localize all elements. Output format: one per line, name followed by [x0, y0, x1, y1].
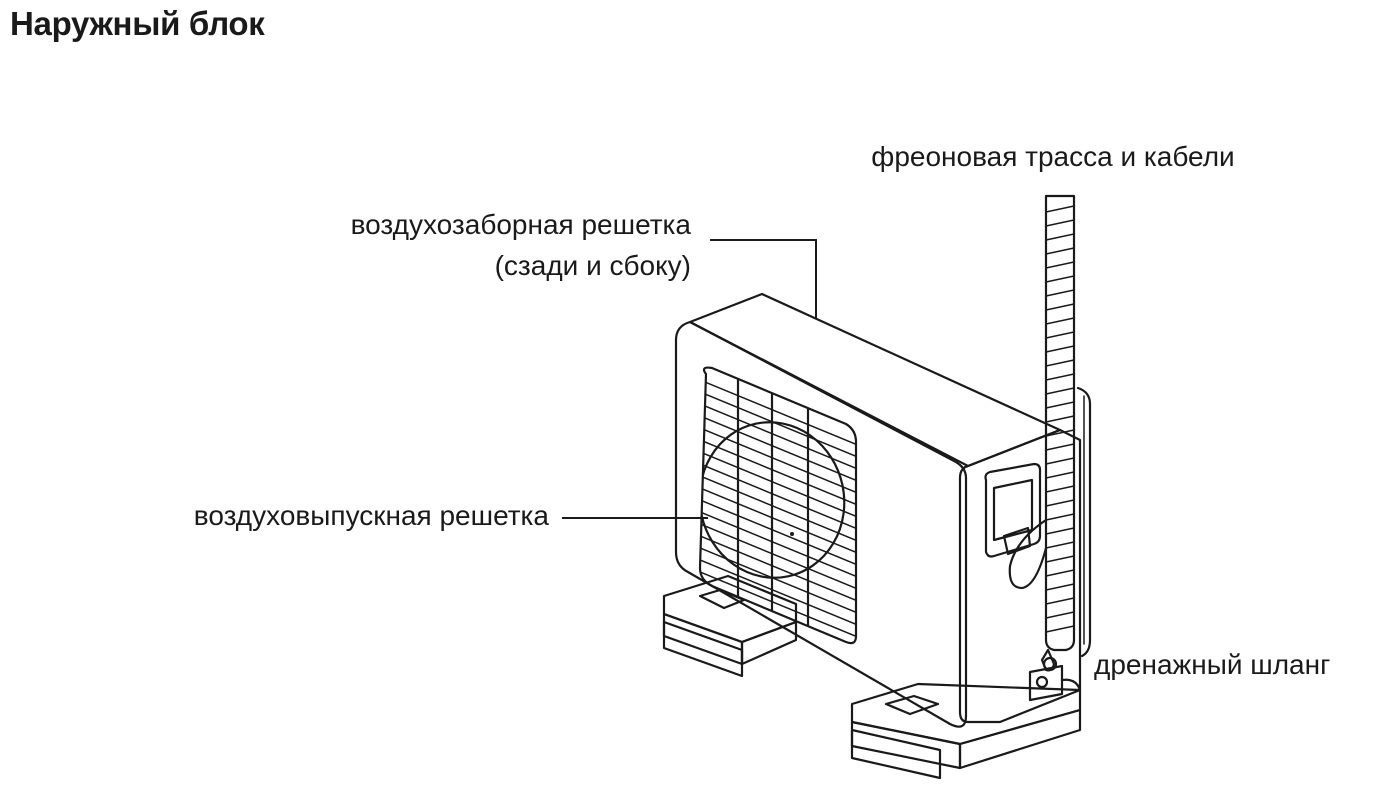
- leader-intake-grille: [710, 239, 817, 318]
- unit-top-face: [688, 292, 1062, 468]
- label-intake-grille: воздухозаборная решетка: [351, 209, 692, 240]
- label-outlet-grille: воздуховыпускная решетка: [194, 500, 550, 531]
- label-refrigerant-line: фреоновая трасса и кабели: [871, 141, 1234, 172]
- service-panel: [984, 462, 1042, 558]
- drain-hose: [1028, 648, 1082, 702]
- page-title: Наружный блок: [10, 5, 265, 42]
- foundation-block-right: [850, 682, 1082, 780]
- label-intake-grille-note: (сзади и сбоку): [495, 250, 691, 281]
- label-drain-hose: дренажный шланг: [1094, 649, 1330, 680]
- outlet-grille: [698, 366, 858, 645]
- unit-front-face: [674, 320, 968, 728]
- refrigerant-line-tube: [1008, 194, 1092, 658]
